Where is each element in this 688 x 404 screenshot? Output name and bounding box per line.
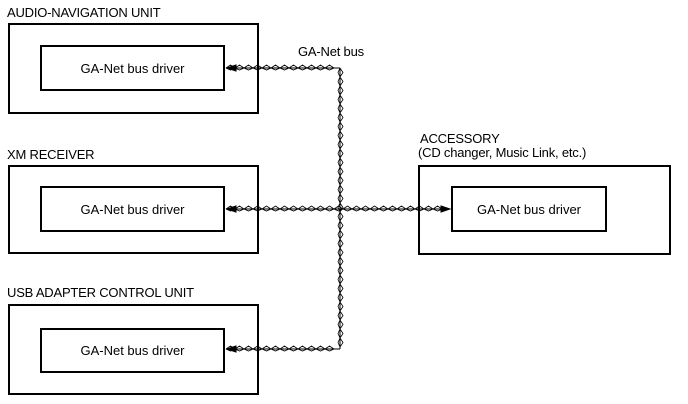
usb-adapter-bus-driver-label: GA-Net bus driver xyxy=(80,343,185,358)
ga-net-bus-to-audio-navigation xyxy=(225,64,340,71)
ga-net-bus-label: GA-Net bus xyxy=(298,44,364,59)
audio-navigation-bus-driver: GA-Net bus driver xyxy=(40,45,225,91)
arrow-icon-accessory xyxy=(440,205,452,213)
accessory-subtitle: (CD changer, Music Link, etc.) xyxy=(418,145,587,160)
usb-adapter-bus-driver: GA-Net bus driver xyxy=(40,328,225,373)
arrow-icon-usb-adapter xyxy=(225,345,237,353)
xm-receiver-bus-driver: GA-Net bus driver xyxy=(40,186,225,232)
xm-receiver-bus-driver-label: GA-Net bus driver xyxy=(80,201,185,217)
xm-receiver-title: XM RECEIVER xyxy=(7,147,95,162)
arrow-icon-audio-navigation xyxy=(225,64,237,72)
accessory-bus-driver-label: GA-Net bus driver xyxy=(476,201,582,217)
accessory-bus-driver: GA-Net bus driver xyxy=(451,186,607,232)
accessory-box xyxy=(418,165,671,255)
arrow-icon-xm-receiver xyxy=(225,205,237,213)
usb-adapter-control-unit-title: USB ADAPTER CONTROL UNIT xyxy=(7,285,194,300)
ga-net-bus-to-usb-adapter xyxy=(225,345,340,352)
audio-navigation-unit-title: AUDIO-NAVIGATION UNIT xyxy=(7,5,161,20)
accessory-title: ACCESSORY xyxy=(420,131,500,146)
audio-navigation-bus-driver-label: GA-Net bus driver xyxy=(80,60,185,76)
ga-net-bus-xm-to-accessory xyxy=(225,205,450,212)
